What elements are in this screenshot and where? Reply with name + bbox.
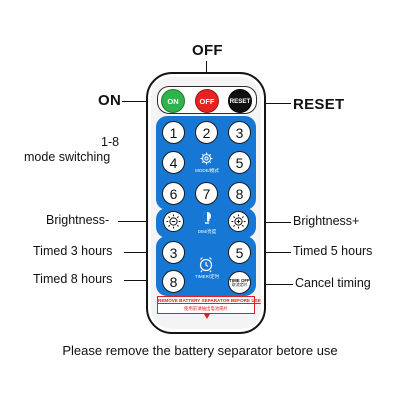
sun-minus-icon xyxy=(166,214,181,229)
alarm-clock-icon xyxy=(196,255,216,273)
mode-key-6[interactable]: 6 xyxy=(162,182,185,205)
mode-callout-text: mode switching xyxy=(24,150,111,164)
mode-key-7[interactable]: 7 xyxy=(195,182,218,205)
pull-arrow-icon xyxy=(204,314,210,319)
timed-5-leader-line xyxy=(250,252,291,254)
off-callout: OFF xyxy=(192,42,223,59)
time-off-label-cn: 取消定时 xyxy=(231,282,248,287)
battery-instruction-note: Please remove the battery separator beto… xyxy=(62,343,338,358)
timer-3h-button[interactable]: 3 xyxy=(162,241,185,264)
mode-callout-number: 1-8 xyxy=(101,135,120,149)
timed-5-callout: Timed 5 hours xyxy=(293,244,373,258)
cancel-timing-leader-line xyxy=(252,284,293,286)
mode-key-1[interactable]: 1 xyxy=(162,121,185,144)
mode-key-2[interactable]: 2 xyxy=(195,121,218,144)
sun-plus-icon xyxy=(231,214,246,229)
timed-3-callout: Timed 3 hours xyxy=(33,244,113,258)
timed-8-leader-line xyxy=(124,280,162,282)
on-button[interactable]: ON xyxy=(161,89,185,113)
mode-key-4[interactable]: 4 xyxy=(162,151,185,174)
off-button[interactable]: OFF xyxy=(195,89,219,113)
cancel-timing-callout: Cancel timing xyxy=(295,276,371,290)
reset-leader-line xyxy=(252,103,291,105)
battery-warning-text-cn: 使用前请抽出电池隔片 xyxy=(184,306,228,311)
time-off-label: TIME OFF xyxy=(229,277,250,283)
brightness-minus-leader-line xyxy=(118,221,162,223)
dim-bulb-icon xyxy=(199,210,215,226)
battery-warning-text: REMOVE BATTERY SEPARATOR BEFORE USE xyxy=(158,298,261,303)
brightness-up-button[interactable] xyxy=(228,211,249,232)
mode-key-3[interactable]: 3 xyxy=(228,121,251,144)
on-leader-line xyxy=(122,101,162,103)
timer-label: TIMER/定时 xyxy=(194,274,220,279)
brightness-plus-leader-line xyxy=(250,222,291,224)
timer-8h-button[interactable]: 8 xyxy=(162,270,185,293)
dim-label: DIM/亮度 xyxy=(197,229,217,234)
reset-callout: RESET xyxy=(293,96,345,113)
mode-gear-icon[interactable] xyxy=(195,150,218,167)
brightness-plus-callout: Brightness+ xyxy=(293,214,360,228)
brightness-minus-callout: Brightness- xyxy=(46,213,110,227)
brightness-down-button[interactable] xyxy=(163,211,184,232)
mode-key-5[interactable]: 5 xyxy=(228,151,251,174)
time-off-button[interactable]: TIME OFF 取消定时 xyxy=(228,271,251,294)
timer-5h-button[interactable]: 5 xyxy=(228,241,251,264)
timed-3-leader-line xyxy=(124,252,162,254)
reset-button[interactable]: RESET xyxy=(228,89,252,113)
mode-label: MODE/模式 xyxy=(195,168,219,173)
on-callout: ON xyxy=(98,92,122,109)
timed-8-callout: Timed 8 hours xyxy=(33,272,113,286)
mode-key-8[interactable]: 8 xyxy=(228,182,251,205)
battery-separator-tab: REMOVE BATTERY SEPARATOR BEFORE USE 使用前请… xyxy=(157,296,261,314)
